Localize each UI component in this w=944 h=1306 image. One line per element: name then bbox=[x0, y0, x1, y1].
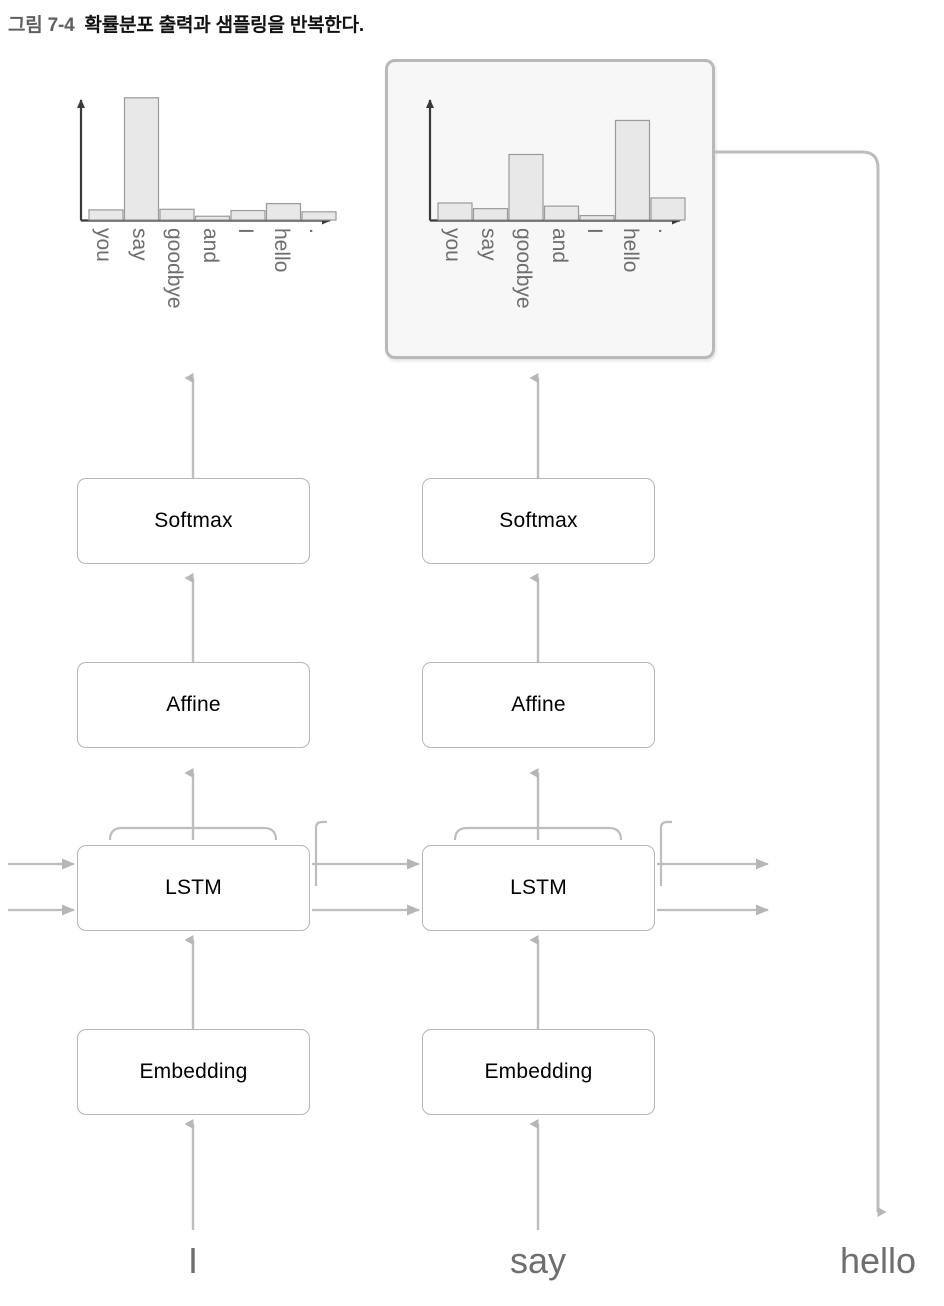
lstm-2-top-rail bbox=[453, 826, 623, 841]
figure-caption-text: 확률분포 출력과 샘플링을 반복한다. bbox=[84, 15, 365, 36]
tick-label-say: say bbox=[127, 228, 151, 261]
layer-affine-1[interactable]: Affine bbox=[77, 662, 310, 748]
tick-label-hello: hello bbox=[269, 228, 293, 273]
layer-lstm-2[interactable]: LSTM bbox=[422, 845, 655, 931]
bar-and bbox=[194, 215, 231, 221]
tick-label-and: and bbox=[198, 228, 222, 264]
layer-embedding-2[interactable]: Embedding bbox=[422, 1029, 655, 1115]
bar-period bbox=[301, 211, 337, 221]
input-word-1: I bbox=[187, 1240, 198, 1281]
tick-label-hello: hello bbox=[618, 228, 642, 273]
bar-I bbox=[230, 209, 266, 221]
bar-say bbox=[472, 208, 509, 221]
bar-you bbox=[88, 209, 124, 221]
tick-label-you: you bbox=[92, 228, 115, 262]
recurrent-connections bbox=[8, 858, 769, 916]
bar-goodbye bbox=[159, 208, 195, 221]
bar-say bbox=[123, 97, 160, 221]
tick-label-period: . bbox=[305, 228, 328, 234]
layer-embedding-1[interactable]: Embedding bbox=[77, 1029, 310, 1115]
layer-lstm-1[interactable]: LSTM bbox=[77, 845, 310, 931]
tick-label-goodbye: goodbye bbox=[512, 228, 535, 309]
tick-label-I: I bbox=[583, 228, 606, 234]
layer-softmax-2[interactable]: Softmax bbox=[422, 478, 655, 564]
figure-caption: 그림 7-4 확률분포 출력과 샘플링을 반복한다. bbox=[8, 10, 364, 37]
bar-I bbox=[579, 214, 615, 221]
chart-2-bars bbox=[437, 119, 686, 221]
column-2-flow bbox=[453, 373, 672, 1230]
tick-label-period: . bbox=[654, 228, 677, 234]
lstm-1-branch-stub bbox=[314, 820, 327, 886]
bar-hello bbox=[614, 119, 651, 221]
figure-number: 그림 7-4 bbox=[8, 15, 75, 36]
tick-label-goodbye: goodbye bbox=[163, 228, 186, 309]
lstm-1-top-rail bbox=[108, 826, 278, 841]
input-word-2: say bbox=[509, 1240, 567, 1281]
tick-label-and: and bbox=[547, 228, 571, 264]
bar-goodbye bbox=[508, 153, 544, 221]
chart-1-axes bbox=[77, 99, 331, 225]
layer-softmax-1[interactable]: Softmax bbox=[77, 478, 310, 564]
chart-1-bars bbox=[88, 97, 337, 221]
sampled-output-connector bbox=[715, 150, 887, 1217]
bar-hello bbox=[265, 203, 302, 221]
column-1-flow bbox=[108, 373, 327, 1230]
tick-label-you: you bbox=[441, 228, 464, 262]
bar-and bbox=[543, 205, 580, 221]
bar-period bbox=[650, 197, 686, 221]
layer-affine-2[interactable]: Affine bbox=[422, 662, 655, 748]
tick-label-say: say bbox=[476, 228, 500, 261]
lstm-2-branch-stub bbox=[659, 820, 672, 886]
bar-you bbox=[437, 202, 473, 221]
output-word: hello bbox=[839, 1240, 917, 1281]
tick-label-I: I bbox=[234, 228, 257, 234]
